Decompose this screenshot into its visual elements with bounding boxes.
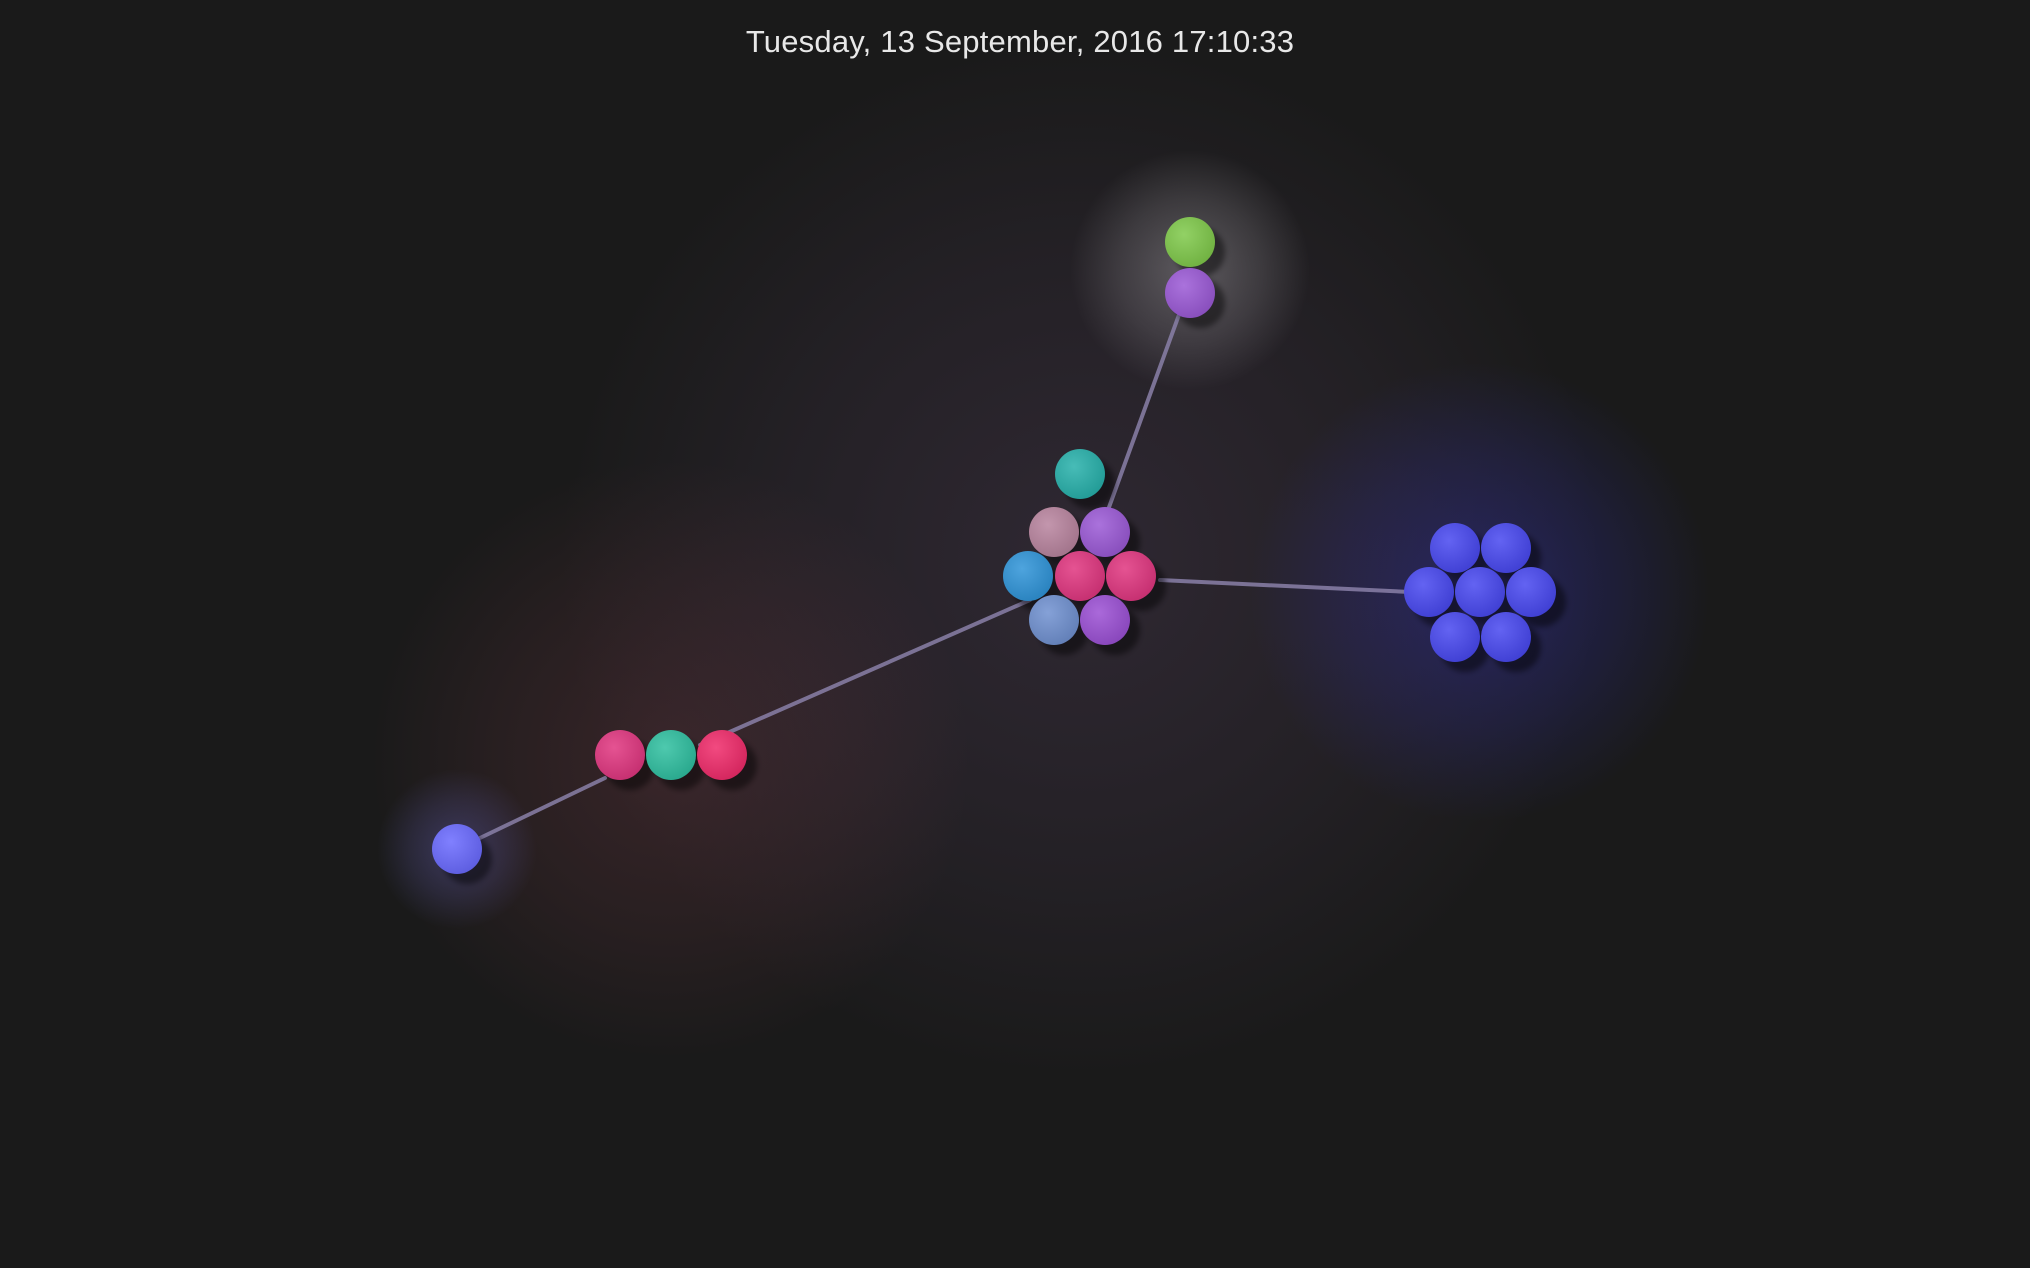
graph-links: [478, 310, 1412, 840]
graph-node[interactable]: [1506, 567, 1556, 617]
graph-node[interactable]: [1080, 595, 1130, 645]
graph-node[interactable]: [697, 730, 747, 780]
graph-node[interactable]: [1455, 567, 1505, 617]
link-top-right-pair-to-center-hub: [1106, 310, 1182, 512]
graph-node[interactable]: [1430, 523, 1480, 573]
graph-node[interactable]: [646, 730, 696, 780]
graph-node[interactable]: [1481, 523, 1531, 573]
graph-node[interactable]: [1430, 612, 1480, 662]
graph-node[interactable]: [432, 824, 482, 874]
cluster-blue-cluster[interactable]: [1404, 523, 1566, 672]
link-center-hub-to-middle-trio: [698, 598, 1032, 747]
cluster-left-single[interactable]: [432, 824, 492, 884]
graph-node[interactable]: [1481, 612, 1531, 662]
graph-node[interactable]: [1106, 551, 1156, 601]
graph-node[interactable]: [1055, 551, 1105, 601]
graph-node[interactable]: [1165, 217, 1215, 267]
cluster-center-hub[interactable]: [1003, 449, 1166, 655]
graph-node[interactable]: [1003, 551, 1053, 601]
graph-node[interactable]: [595, 730, 645, 780]
graph-node[interactable]: [1404, 567, 1454, 617]
graph-node[interactable]: [1055, 449, 1105, 499]
cluster-top-right-pair[interactable]: [1165, 217, 1225, 328]
graph-nodes[interactable]: [432, 217, 1566, 884]
link-center-hub-to-blue-cluster: [1158, 578, 1412, 594]
graph-node[interactable]: [1165, 268, 1215, 318]
graph-node[interactable]: [1029, 507, 1079, 557]
graph-node[interactable]: [1029, 595, 1079, 645]
cluster-middle-trio[interactable]: [595, 730, 757, 790]
graph-node[interactable]: [1080, 507, 1130, 557]
link-middle-trio-to-left-single: [478, 776, 607, 840]
